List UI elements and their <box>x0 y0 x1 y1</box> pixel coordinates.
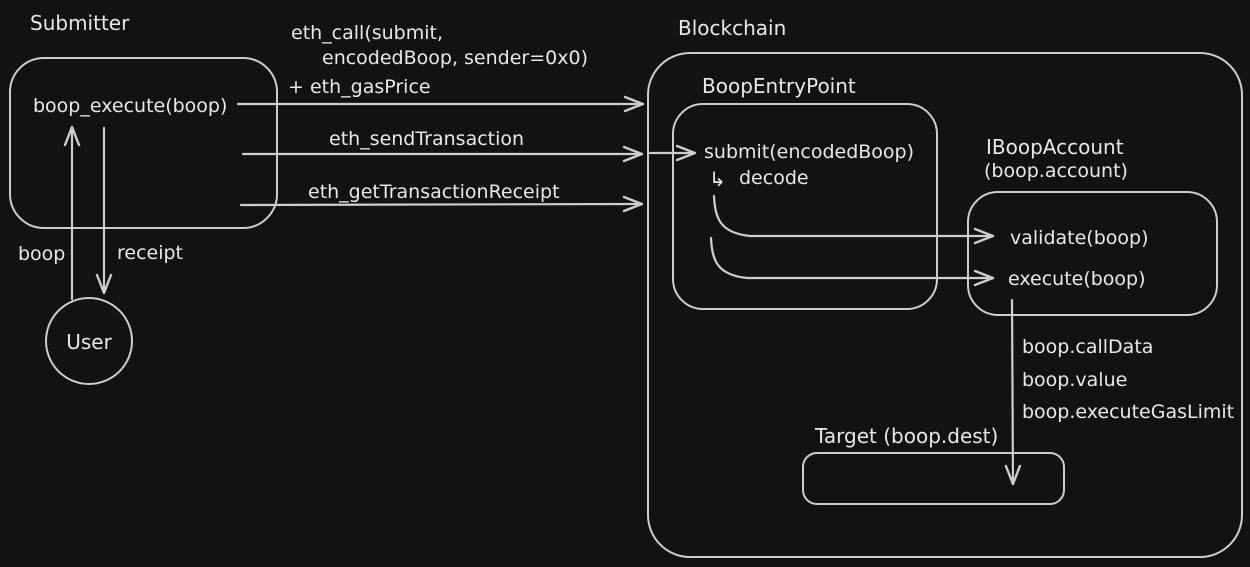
submitter-node: Submitter boop_execute(boop) <box>9 11 278 229</box>
target-node: Target (boop.dest) <box>802 424 1065 505</box>
decode-substep-arrow-icon: ↳ <box>709 167 726 191</box>
iboop-account-node: IBoopAccount (boop.account) validate(boo… <box>967 135 1218 316</box>
validate-method-label: validate(boop) <box>1010 227 1148 249</box>
submit-method-label: submit(encodedBoop) <box>704 141 914 163</box>
eth-send-transaction-label: eth_sendTransaction <box>329 128 524 150</box>
iboop-account-subtitle: (boop.account) <box>984 160 1128 182</box>
call-param-label-value: boop.value <box>1022 369 1127 391</box>
user-circle <box>45 297 133 385</box>
entry-point-account-edges <box>709 194 995 287</box>
boop-edge-label: boop <box>18 243 65 265</box>
blockchain-box <box>647 52 1243 558</box>
eth-get-transaction-receipt-label: eth_getTransactionReceipt <box>308 181 560 203</box>
target-title: Target (boop.dest) <box>814 424 998 448</box>
submitter-method-label: boop_execute(boop) <box>33 95 227 117</box>
blockchain-title: Blockchain <box>678 16 786 40</box>
boop-entry-point-title: BoopEntryPoint <box>702 74 856 98</box>
submitter-box <box>9 57 278 229</box>
eth-call-label-line-1: eth_call(submit, <box>291 22 443 44</box>
receipt-edge-label: receipt <box>117 242 183 264</box>
validate-call-arrow <box>712 194 995 245</box>
rpc-edges: eth_call(submit, encodedBoop, sender=0x0… <box>236 22 645 213</box>
target-call-edge: boop.callData boop.value boop.executeGas… <box>1004 298 1234 486</box>
target-call-arrow <box>1004 298 1022 486</box>
decode-substep-label: decode <box>739 167 809 189</box>
user-label: User <box>66 330 112 354</box>
user-submitter-edges: boop receipt <box>18 125 183 301</box>
execute-call-arrow <box>709 236 995 287</box>
boop-entry-point-node: BoopEntryPoint submit(encodedBoop) ↳ dec… <box>648 74 938 310</box>
eth-call-label-line-2: encodedBoop, sender=0x0) <box>322 47 588 69</box>
boop-entry-point-box <box>672 103 938 310</box>
call-param-label-gaslimit: boop.executeGasLimit <box>1022 401 1234 423</box>
blockchain-node: Blockchain <box>647 16 1243 558</box>
iboop-account-title: IBoopAccount <box>986 135 1124 159</box>
eth-get-transaction-receipt-arrow <box>239 195 644 213</box>
user-node: User <box>45 297 133 385</box>
execute-method-label: execute(boop) <box>1008 268 1146 290</box>
submitter-title: Submitter <box>30 11 130 35</box>
iboop-account-box <box>967 191 1218 316</box>
eth-call-label-line-3: + eth_gasPrice <box>288 76 431 98</box>
target-box <box>802 452 1065 505</box>
call-param-label-calldata: boop.callData <box>1022 336 1153 358</box>
